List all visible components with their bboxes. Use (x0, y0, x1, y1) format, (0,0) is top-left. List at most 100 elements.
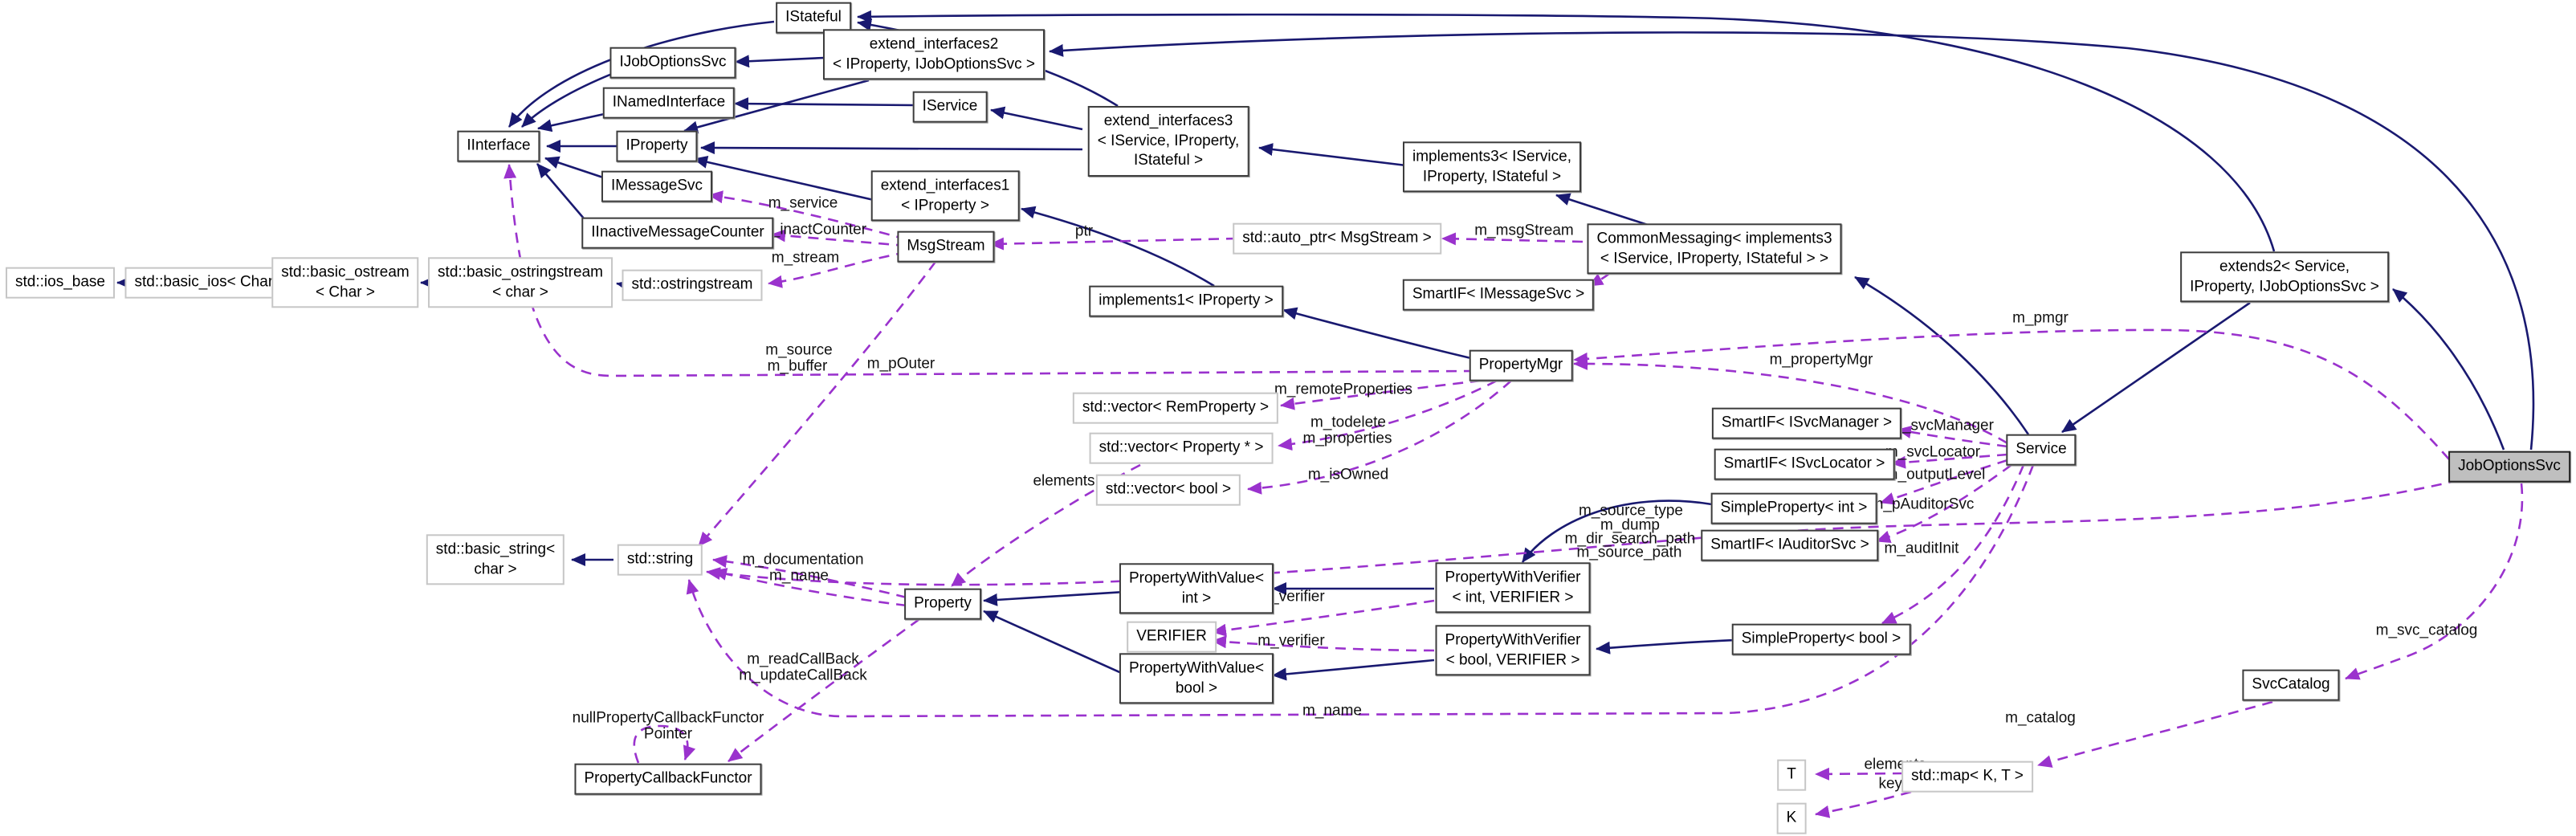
class-node-ios_base[interactable]: std::ios_base (6, 267, 115, 299)
edge-label-joboptionssvc-propertymgr-0: m_pmgr (2012, 309, 2069, 327)
edge-label-service-string-0: m_name (1302, 702, 1362, 720)
class-node-string[interactable]: std::string (617, 544, 703, 576)
edge-joboptionssvc-to-string (706, 479, 2460, 586)
class-node-vec_remproperty[interactable]: std::vector< RemProperty > (1072, 392, 1279, 424)
edge-label-propertycallbackfunctor-propertycallbackfunctor-0: nullPropertyCallbackFunctor (572, 709, 764, 727)
edge-label-service-simpleproperty_int-0: m_outputLevel (1885, 466, 1986, 483)
class-node-pwver_bool[interactable]: PropertyWithVerifier < bool, VERIFIER > (1435, 625, 1591, 676)
edge-map_kt-to-k (1815, 790, 1912, 818)
class-node-pwver_int[interactable]: PropertyWithVerifier < int, VERIFIER > (1435, 562, 1591, 614)
edge-extend_interfaces3-to-iproperty (700, 141, 1083, 155)
edge-service-to-commonmessaging (1854, 275, 2030, 435)
edge-label-commonmessaging-auto_ptr-0: m_msgStream (1474, 222, 1574, 239)
edge-vec_property-to-property (951, 463, 1141, 587)
edge-property-to-propertycallbackfunctor (728, 618, 920, 763)
edge-inamedinterface-to-iinterface (537, 112, 609, 133)
class-node-map_kt[interactable]: std::map< K, T > (1901, 761, 2033, 793)
edge-implements1-to-extend_interfaces1 (1021, 206, 1215, 288)
class-node-pwv_bool[interactable]: PropertyWithValue< bool > (1119, 653, 1274, 704)
edge-pwver_int-to-verifier (1212, 599, 1435, 637)
edge-label-property-string-0: m_name (769, 567, 829, 585)
edge-pwv_int-to-property (983, 590, 1126, 606)
class-node-basic_ostringstream[interactable]: std::basic_ostringstream < char > (428, 257, 613, 308)
edge-simpleproperty_int-to-pwver_int (1521, 500, 1713, 563)
class-node-smartif_isvcmanager[interactable]: SmartIF< ISvcManager > (1711, 407, 1902, 439)
class-node-imessagesvc[interactable]: IMessageSvc (601, 170, 713, 202)
edge-extends2-to-istateful (857, 10, 2276, 252)
edge-propertymgr-to-vec_remproperty (1280, 379, 1482, 410)
class-node-k[interactable]: K (1776, 802, 1807, 834)
edge-map_kt-to-t (1815, 767, 1904, 781)
class-node-extend_interfaces3[interactable]: extend_interfaces3 < IService, IProperty… (1087, 105, 1249, 177)
edge-propertymgr-to-vec_property (1278, 379, 1498, 451)
class-node-svccatalog[interactable]: SvcCatalog (2242, 669, 2340, 701)
class-node-basic_ios[interactable]: std::basic_ios< Char > (124, 267, 296, 299)
class-node-extend_interfaces2[interactable]: extend_interfaces2 < IProperty, IJobOpti… (822, 29, 1045, 80)
class-node-implements3[interactable]: implements3< IService, IProperty, IState… (1403, 141, 1581, 193)
edge-extend_interfaces3-to-iservice (990, 106, 1083, 131)
class-node-extends2[interactable]: extends2< Service, IProperty, IJobOption… (2180, 251, 2389, 303)
edge-extends2-to-service (2061, 301, 2251, 434)
edge-label-service-smartif_iauditorsvc-0: m_pAuditorSvc (1870, 495, 1975, 513)
class-node-propertycallbackfunctor[interactable]: PropertyCallbackFunctor (574, 763, 762, 795)
class-node-smartif_imessagesvc[interactable]: SmartIF< IMessageSvc > (1402, 279, 1595, 311)
class-node-extend_interfaces1[interactable]: extend_interfaces1 < IProperty > (870, 170, 1020, 222)
edge-label-joboptionssvc-string-0: m_source_type (1579, 502, 1683, 520)
class-node-simpleproperty_bool[interactable]: SimpleProperty< bool > (1731, 623, 1911, 655)
edge-imessagesvc-to-iinterface (544, 156, 611, 181)
class-node-iproperty[interactable]: IProperty (616, 130, 698, 162)
class-node-ostringstream[interactable]: std::ostringstream (622, 269, 763, 301)
edge-property-to-string (712, 555, 907, 599)
class-node-istateful[interactable]: IStateful (776, 2, 851, 34)
edge-joboptionssvc-to-propertymgr (1573, 328, 2450, 460)
edge-label-service-propertymgr-0: m_propertyMgr (1769, 351, 1873, 369)
class-node-commonmessaging[interactable]: CommonMessaging< implements3 < IService,… (1587, 223, 1842, 275)
edge-pwv_bool-to-property (983, 610, 1126, 676)
class-node-vec_property[interactable]: std::vector< Property * > (1089, 432, 1274, 464)
class-node-pwv_int[interactable]: PropertyWithValue< int > (1119, 563, 1274, 614)
class-node-verifier[interactable]: VERIFIER (1127, 621, 1217, 653)
class-node-iservice[interactable]: IService (912, 91, 988, 123)
edge-label-pwver_bool-verifier-0: m_verifier (1257, 632, 1325, 650)
class-node-implements1[interactable]: implements1< IProperty > (1089, 285, 1283, 317)
edge-label-propertymgr-vec_property-1: m_properties (1302, 430, 1392, 447)
edge-propertycallbackfunctor-to-propertycallbackfunctor (633, 724, 696, 764)
class-node-iinactivemessagecounter[interactable]: IInactiveMessageCounter (581, 217, 774, 249)
class-node-ijoboptionssvc[interactable]: IJobOptionsSvc (609, 47, 736, 79)
edge-propertymgr-to-iinterface (503, 164, 1475, 377)
edge-label-property-string-0: m_documentation (742, 551, 864, 569)
class-node-propertymgr[interactable]: PropertyMgr (1469, 349, 1573, 381)
edge-label-propertycallbackfunctor-propertycallbackfunctor-1: Pointer (643, 725, 693, 743)
class-node-simpleproperty_int[interactable]: SimpleProperty< int > (1710, 492, 1877, 524)
edge-ijoboptionssvc-to-iinterface (521, 71, 617, 128)
edge-label-joboptionssvc-string-2: m_dir_search_path (1564, 530, 1696, 548)
edge-label-svccatalog-map_kt-0: m_catalog (2005, 709, 2076, 727)
class-node-auto_ptr[interactable]: std::auto_ptr< MsgStream > (1233, 222, 1441, 255)
class-node-t[interactable]: T (1777, 759, 1806, 791)
edge-label-msgstream-string-0: m_source (765, 341, 833, 359)
edge-msgstream-to-iinactivemessagecounter (771, 229, 907, 247)
edge-label-service-smartif_isvclocator-0: m_svcLocator (1885, 443, 1981, 461)
class-node-basic_ostream[interactable]: std::basic_ostream < Char > (271, 257, 419, 308)
edge-service-to-smartif_iauditorsvc (1876, 463, 2012, 544)
edge-label-property-propertycallbackfunctor-0: m_readCallBack (747, 650, 859, 668)
class-node-iinterface[interactable]: IInterface (457, 130, 540, 162)
edge-label-msgstream-ostringstream-0: m_stream (771, 249, 840, 267)
class-node-smartif_isvclocator[interactable]: SmartIF< ISvcLocator > (1714, 448, 1895, 480)
class-node-vec_bool[interactable]: std::vector< bool > (1095, 474, 1241, 506)
edge-auto_ptr-to-msgstream (989, 237, 1237, 251)
edge-service-to-simpleproperty_bool (1881, 464, 2025, 625)
class-node-property[interactable]: Property (904, 588, 981, 620)
edge-label-joboptionssvc-string-1: m_dump (1600, 516, 1660, 534)
edge-extend_interfaces2-to-ijoboptionssvc (735, 55, 825, 68)
edge-propertymgr-to-implements1 (1282, 307, 1475, 361)
class-node-service[interactable]: Service (2006, 434, 2077, 466)
class-node-joboptionssvc[interactable]: JobOptionsSvc (2448, 451, 2570, 483)
class-node-inamedinterface[interactable]: INamedInterface (602, 87, 736, 119)
edge-propertymgr-to-vec_bool (1247, 380, 1512, 495)
class-node-basic_string[interactable]: std::basic_string< char > (426, 534, 565, 585)
class-node-smartif_iauditorsvc[interactable]: SmartIF< IAuditorSvc > (1701, 529, 1879, 561)
class-node-msgstream[interactable]: MsgStream (897, 230, 995, 263)
